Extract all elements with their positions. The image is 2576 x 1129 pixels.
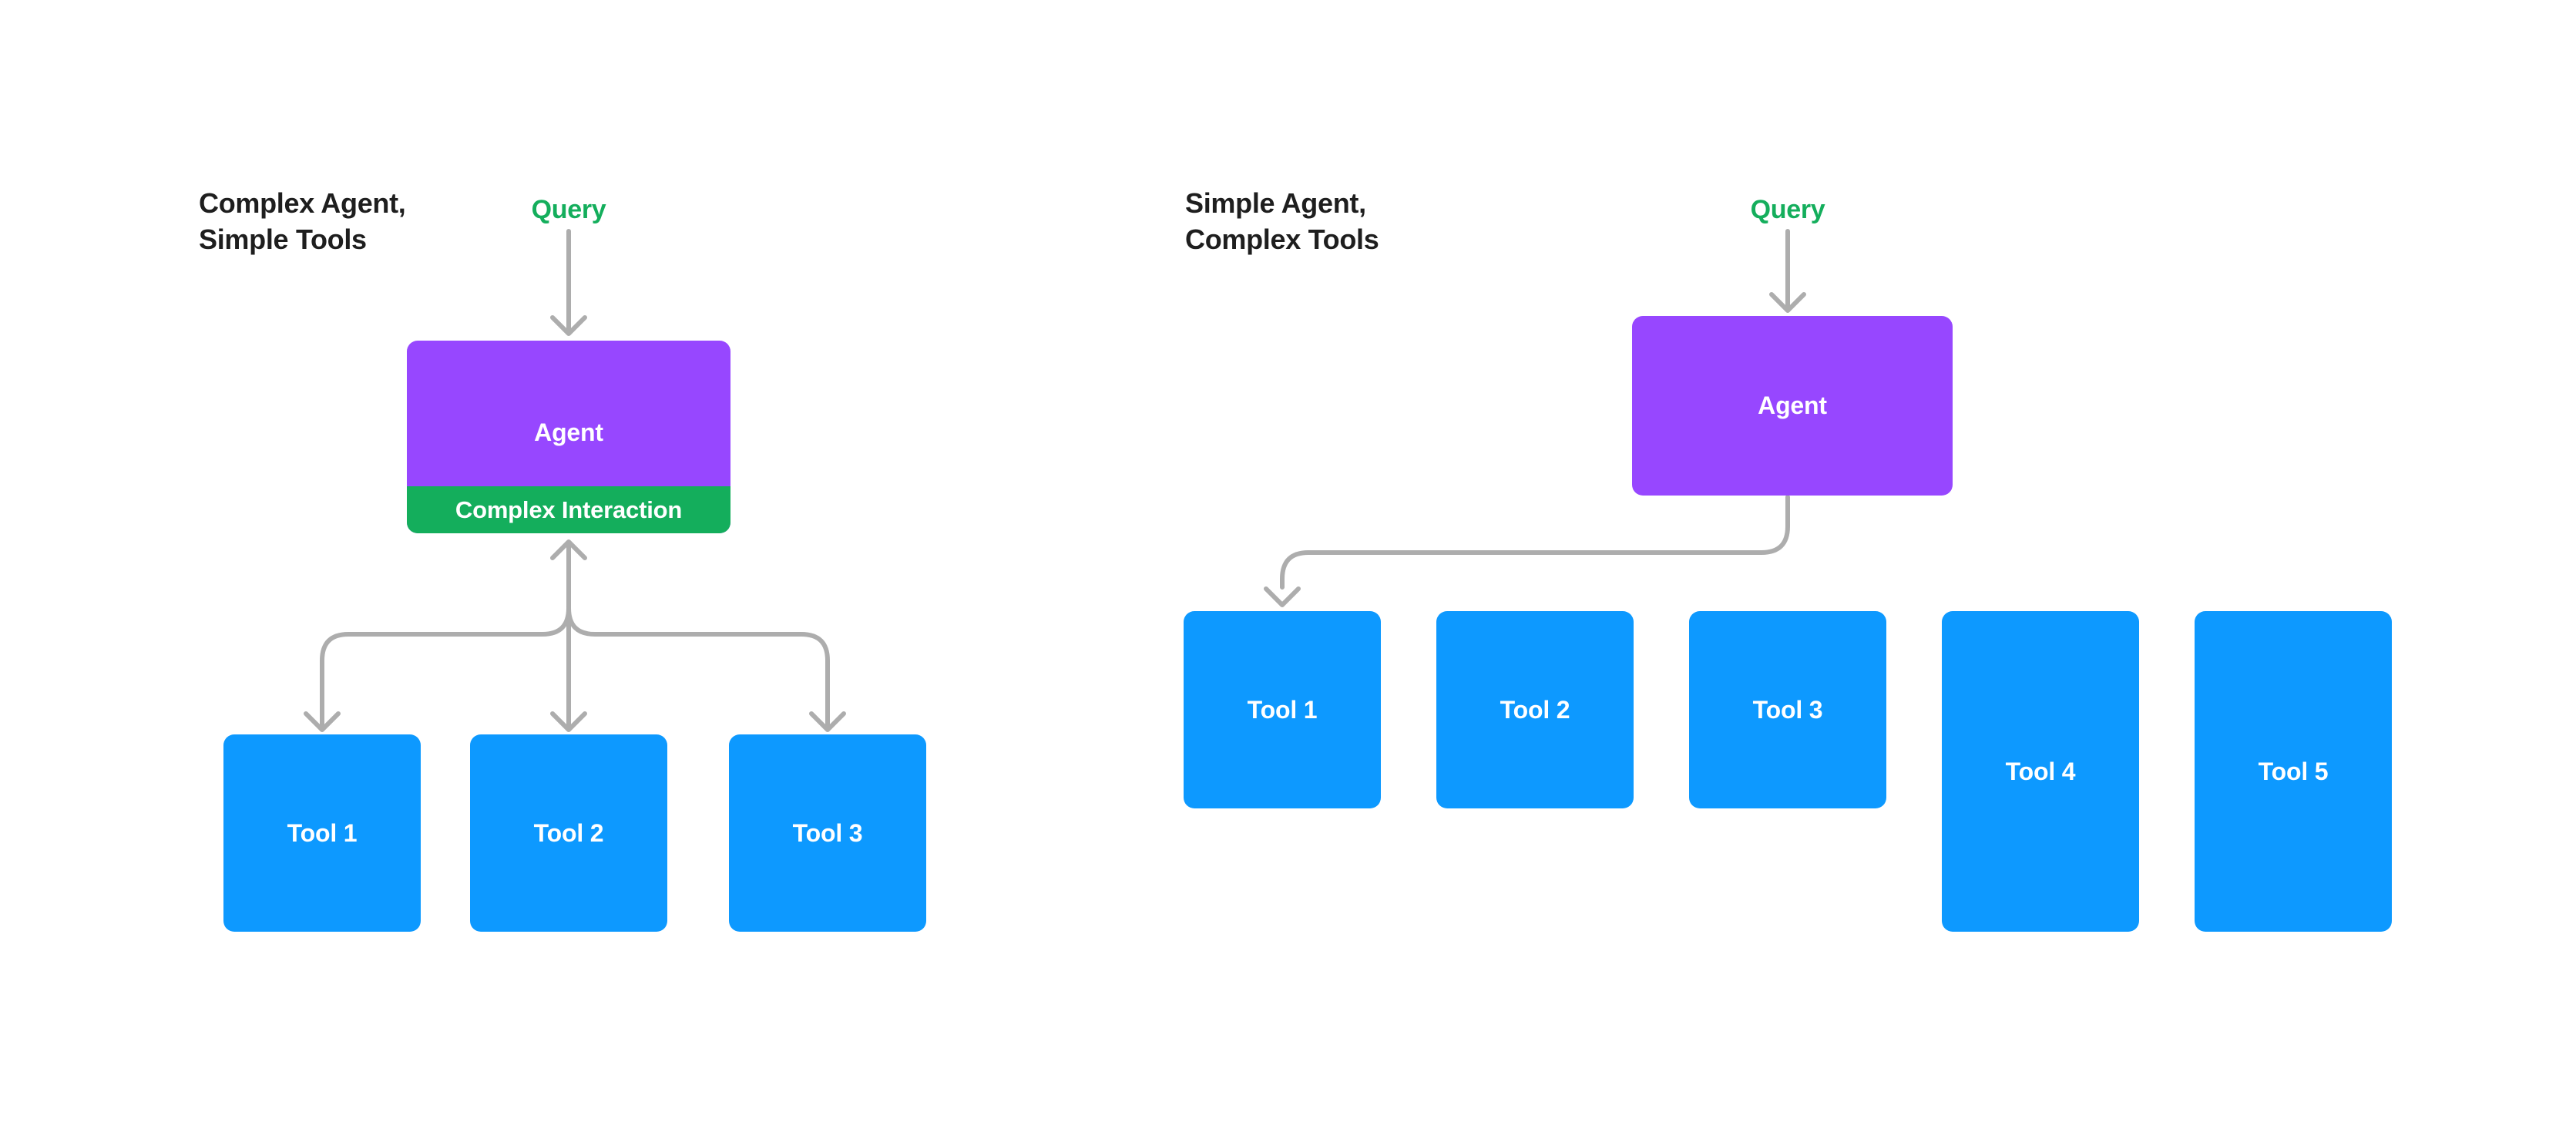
left-title-line1: Complex Agent, [199,187,406,219]
left-tool-1-label: Tool 1 [287,818,358,847]
left-tool-1-node: Tool 1 [223,734,421,932]
left-branch-tool2-arrow-icon [550,632,587,732]
right-title-line2: Complex Tools [1185,223,1379,255]
right-agent-label: Agent [1758,391,1827,419]
right-query-label: Query [1750,195,1825,224]
right-agent-to-tool1-arrow-icon [1264,495,1790,607]
left-diagram-title: Complex Agent, Simple Tools [199,185,406,257]
right-tool-5-node: Tool 5 [2195,611,2392,932]
right-tool-5-label: Tool 5 [2258,757,2329,785]
right-agent-node: Agent [1632,316,1953,496]
right-tool-4-label: Tool 4 [2005,757,2076,785]
left-agent-label: Agent [534,418,603,446]
left-agent-node: Agent Complex Interaction [407,341,730,533]
left-tool-2-label: Tool 2 [533,818,604,847]
left-query-arrow-icon [550,229,587,336]
right-tool-4-node: Tool 4 [1942,611,2139,932]
right-tool-2-label: Tool 2 [1500,695,1570,724]
right-tool-1-label: Tool 1 [1247,695,1318,724]
right-tool-3-node: Tool 3 [1689,611,1886,808]
left-branch-tool3-arrow-icon [566,606,846,732]
complex-interaction-label: Complex Interaction [455,496,683,523]
right-tool-3-label: Tool 3 [1752,695,1823,724]
left-title-line2: Simple Tools [199,223,367,255]
right-tool-1-node: Tool 1 [1184,611,1381,808]
right-query-arrow-icon [1769,229,1806,313]
right-tool-2-node: Tool 2 [1436,611,1634,808]
complex-interaction-bar: Complex Interaction [407,486,730,533]
left-branch-tool1-arrow-icon [304,606,571,732]
left-tool-3-node: Tool 3 [729,734,926,932]
right-diagram-title: Simple Agent, Complex Tools [1185,185,1379,257]
left-query-label: Query [531,195,606,224]
right-title-line1: Simple Agent, [1185,187,1366,219]
left-tool-2-node: Tool 2 [470,734,667,932]
left-tool-3-label: Tool 3 [792,818,863,847]
